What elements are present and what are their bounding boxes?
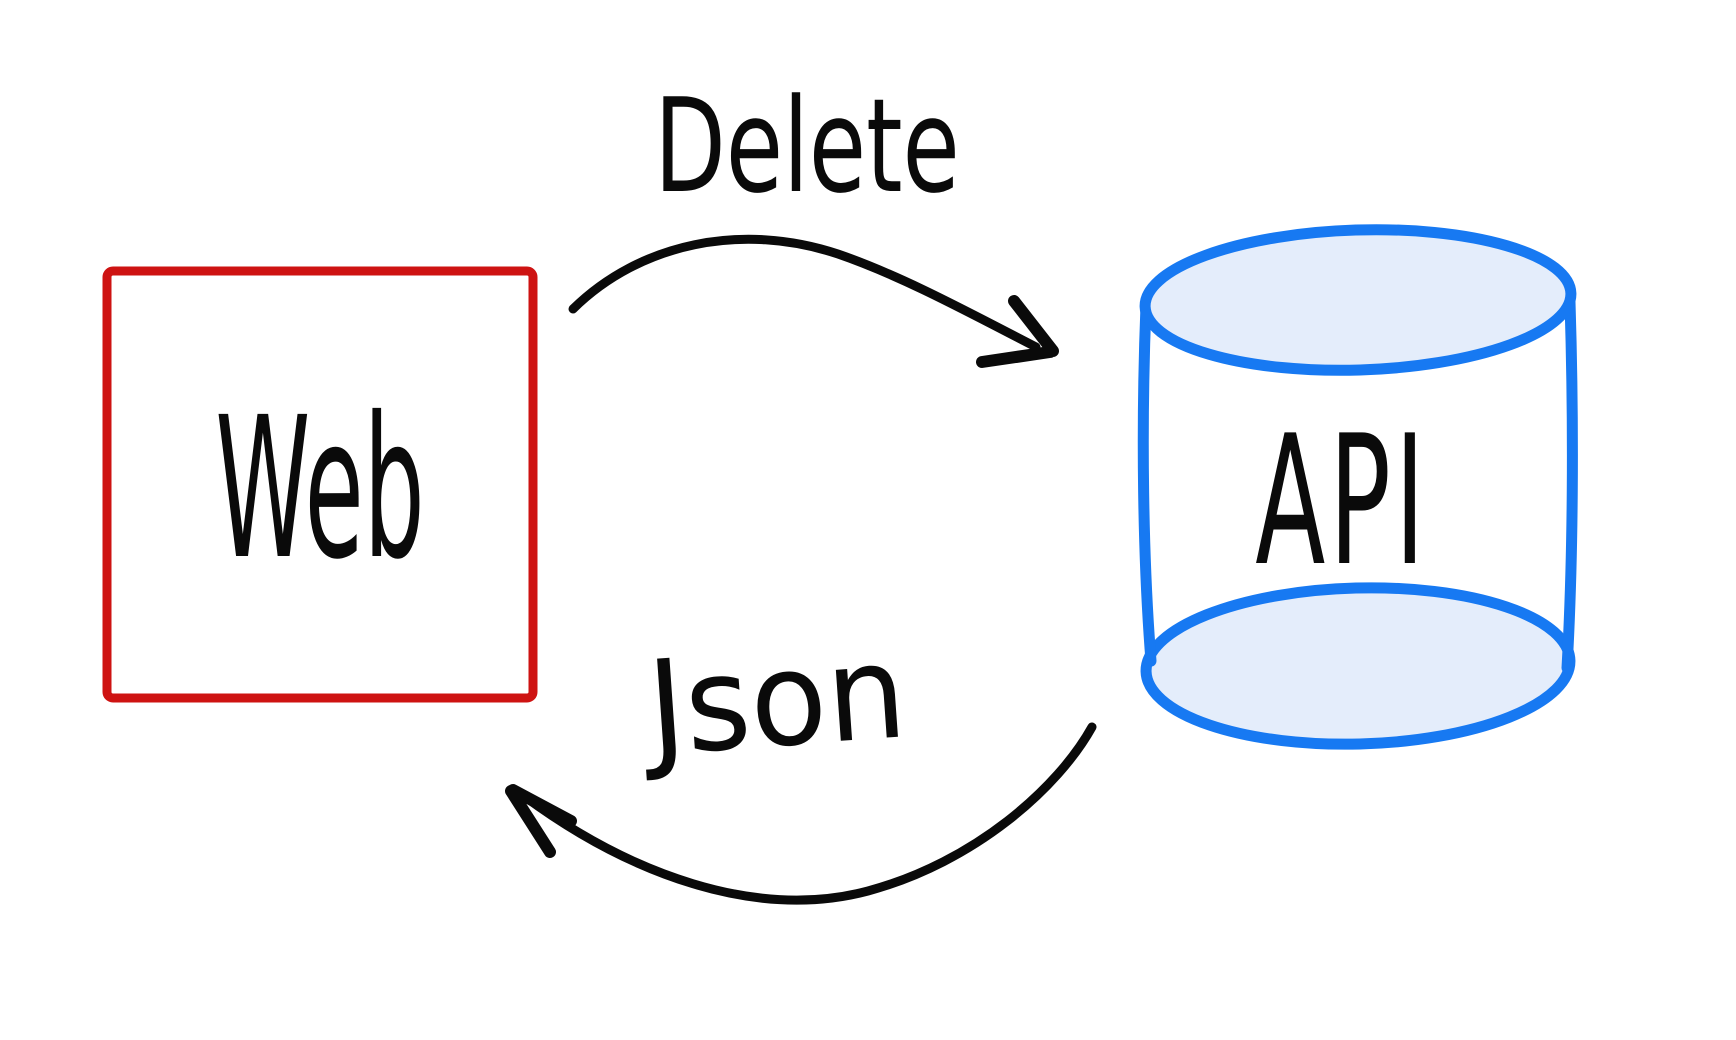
request-edge: Delete [568,70,1059,368]
response-arrowhead-icon [505,784,577,858]
api-cylinder-left-side [1137,299,1157,667]
request-arrow-line [568,234,1041,352]
request-edge-label: Delete [654,70,960,222]
web-rectangle [102,266,538,703]
api-cylinder-bottom [1140,582,1576,750]
web-node-label: Web [215,376,424,603]
api-node-label: API [1255,398,1429,606]
api-node: API [1137,224,1578,750]
response-edge-label: Json [636,617,910,786]
request-arrowhead-icon [976,295,1059,368]
api-cylinder-top [1139,224,1577,376]
api-cylinder-right-side [1561,296,1578,674]
response-arrow-line [519,722,1097,905]
web-node: Web [102,266,538,703]
response-edge: Json [505,617,1097,905]
